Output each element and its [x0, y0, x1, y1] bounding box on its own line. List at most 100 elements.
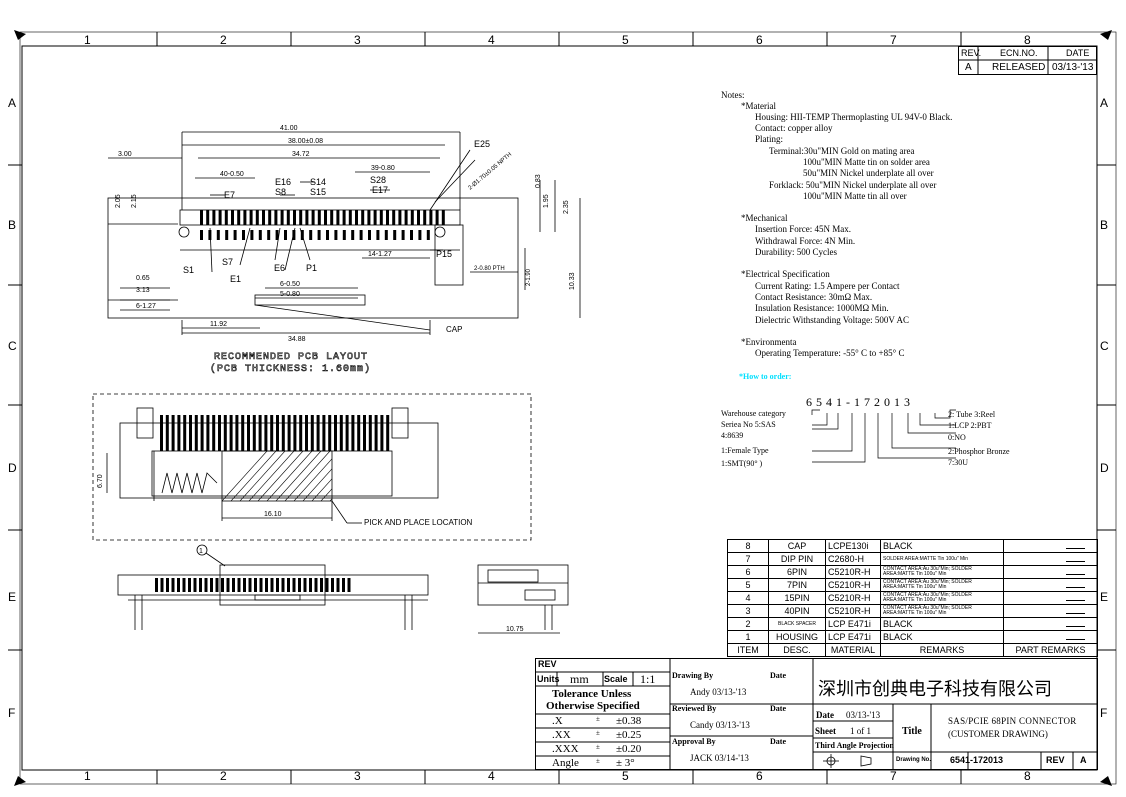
side-pin — [303, 578, 307, 592]
tolerance-sym: ± — [596, 757, 600, 765]
tolerance-label: .X — [552, 715, 563, 727]
order-left-label: Warehouse category — [721, 409, 786, 418]
tb-tolerance-title: Tolerance Unless — [552, 688, 632, 700]
side-pin — [166, 578, 169, 592]
tolerance-value: ±0.20 — [616, 743, 642, 755]
label-s15: S15 — [310, 187, 326, 197]
signal-pin — [386, 210, 389, 225]
power-pin — [376, 230, 380, 240]
side-pin — [248, 578, 252, 592]
tb-title-line2: (CUSTOMER DRAWING) — [948, 729, 1048, 739]
bom-header-material: MATERIAL — [825, 643, 881, 657]
column-label: 8 — [1024, 769, 1031, 783]
note-line: Insertion Force: 45N Max. — [755, 224, 851, 234]
pcb-pad — [276, 415, 279, 451]
signal-pin — [435, 210, 439, 225]
power-pin — [233, 230, 237, 240]
row-label: A — [8, 96, 17, 110]
hatch-line — [357, 451, 402, 501]
row-label: F — [1100, 706, 1108, 720]
row-label: D — [1100, 461, 1109, 475]
date-header: DATE — [1066, 48, 1090, 58]
row-label: C — [1100, 339, 1109, 353]
note-line: *Electrical Specification — [741, 269, 830, 279]
signal-pin — [361, 210, 365, 225]
signal-pin — [398, 210, 402, 225]
note-line: *Material — [741, 101, 776, 111]
order-left-label: 1:Female Type — [721, 446, 769, 455]
side-pin — [226, 578, 230, 592]
bom-cell: C2680-H — [825, 552, 881, 566]
signal-pin — [212, 210, 216, 225]
pcb-pad — [339, 415, 343, 451]
bom-part-remarks-cell — [1003, 552, 1098, 566]
order-left-label: 1:SMT(90° ) — [721, 459, 763, 468]
dim-2-190: 2-1.90 — [526, 268, 532, 286]
pcb-pad — [345, 415, 349, 451]
note-line: Durability: 500 Cycles — [755, 247, 837, 257]
signal-pin — [324, 210, 327, 225]
label-p1: P1 — [306, 263, 317, 273]
ecn-value: RELEASED — [992, 62, 1046, 73]
signal-pin — [255, 210, 259, 225]
note-line: Dielectric Withstanding Voltage: 500V AC — [755, 315, 909, 325]
power-pin — [292, 230, 296, 240]
side-pin — [182, 578, 186, 592]
rev-header: REV. — [961, 48, 982, 58]
column-label: 6 — [756, 33, 763, 47]
column-label: 4 — [488, 33, 495, 47]
pcb-pad — [235, 415, 239, 451]
side-pin — [292, 578, 296, 592]
dim-38: 38.00±0.08 — [288, 138, 323, 145]
pcb-pad — [287, 415, 291, 451]
bom-cell: C5210R-H — [825, 591, 881, 605]
tb-scale-label: Scale — [604, 674, 628, 684]
pcb-pad — [229, 415, 233, 451]
power-pin — [309, 230, 313, 240]
pcb-pad — [386, 415, 390, 451]
side-pin — [237, 578, 241, 592]
signal-pin — [423, 210, 427, 225]
signal-pin — [299, 210, 303, 225]
signal-pin — [373, 210, 377, 225]
pcb-pad — [334, 415, 337, 451]
power-pin — [401, 230, 405, 240]
hatch-line — [257, 451, 304, 501]
hatch-line — [348, 451, 393, 501]
signal-pin — [311, 210, 315, 225]
title-block-grid — [535, 658, 1098, 770]
hatch-line — [320, 488, 332, 501]
tb-reviewed-by-label: Reviewed By — [672, 704, 717, 713]
power-pin — [225, 230, 229, 240]
how-to-order-label: *How to order: — [739, 372, 792, 381]
bom-cell: CONTACT AREA:Au 30u"Min; SOLDER AREA:MAT… — [880, 591, 1004, 605]
signal-pin — [206, 210, 210, 225]
signal-pin — [355, 210, 358, 225]
hatch-line — [230, 451, 277, 501]
tb-title-label: Title — [902, 726, 922, 737]
note-line: *Mechanical — [741, 213, 788, 223]
signal-pin — [417, 210, 420, 225]
side-pin — [221, 578, 224, 592]
signal-pin — [392, 210, 396, 225]
note-line: Current Rating: 1.5 Ampere per Contact — [755, 281, 900, 291]
pcb-pad — [374, 415, 378, 451]
row-label: F — [8, 706, 16, 720]
power-pin — [326, 230, 329, 240]
side-pin — [254, 578, 257, 592]
bom-cell: BLACK — [880, 617, 1004, 631]
power-pin — [208, 230, 212, 240]
bom-header-part-remarks: PART REMARKS — [1003, 643, 1098, 657]
signal-pin — [268, 210, 272, 225]
bom-cell: LCP E471i — [825, 617, 881, 631]
dim-0-65: 0.65 — [136, 275, 150, 282]
bom-header-remarks: REMARKS — [880, 643, 1004, 657]
order-left-label: 4:8639 — [721, 431, 744, 440]
side-pin — [309, 578, 312, 592]
pcb-pad — [206, 415, 210, 451]
tb-date-label: Date — [770, 704, 786, 713]
column-label: 4 — [488, 769, 495, 783]
note-line: Withdrawal Force: 4N Min. — [755, 236, 856, 246]
